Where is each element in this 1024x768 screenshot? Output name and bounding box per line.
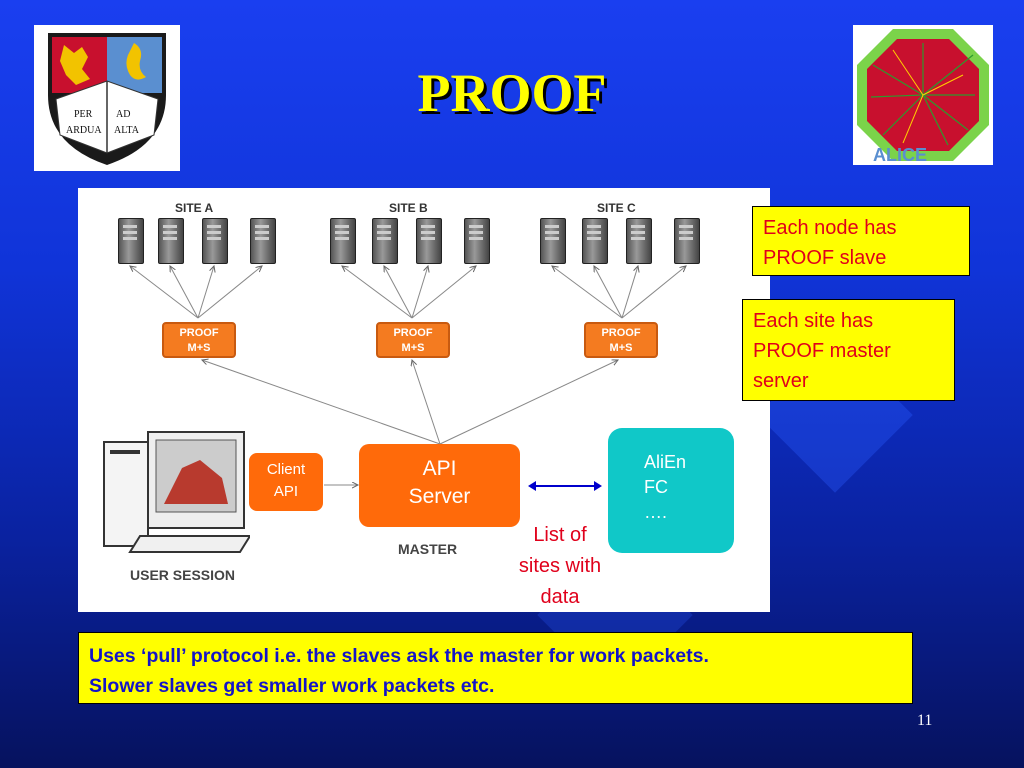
protocol-description: Uses ‘pull’ protocol i.e. the slaves ask… (78, 632, 913, 704)
motto-text: ARDUA (66, 125, 102, 136)
proof-master-box-site-a: PROOF M+S (162, 322, 236, 358)
protocol-line-1: Uses ‘pull’ protocol i.e. the slaves ask… (89, 645, 709, 667)
page-number: 11 (917, 712, 933, 729)
slide-title: PROOF (417, 63, 607, 123)
connector-lines (78, 188, 770, 612)
alice-logo: ALICE (853, 25, 993, 165)
alice-logo-text: ALICE (873, 145, 927, 165)
note-node-slave: Each node has PROOF slave (752, 206, 970, 276)
server-icon (118, 218, 144, 264)
university-crest-logo: PER AD ARDUA ALTA (34, 25, 180, 171)
alien-fc-box: AliEn FC …. (608, 428, 734, 553)
site-a-label: SITE A (175, 201, 214, 215)
server-icon (416, 218, 442, 264)
server-icon (582, 218, 608, 264)
server-icon (330, 218, 356, 264)
site-b-label: SITE B (389, 201, 428, 215)
proof-master-box-site-b: PROOF M+S (376, 322, 450, 358)
server-icon (674, 218, 700, 264)
server-icon (158, 218, 184, 264)
server-icon (540, 218, 566, 264)
motto-text: ALTA (114, 125, 140, 136)
alice-detector-icon: ALICE (857, 29, 989, 165)
list-of-sites-label: List of sites with data (518, 524, 602, 608)
protocol-line-2: Slower slaves get smaller work packets e… (89, 675, 495, 697)
master-label: MASTER (398, 541, 458, 557)
proof-architecture-diagram: SITE A SITE B SITE C PROOF M+S PROOF M+S… (78, 188, 770, 612)
server-icon (202, 218, 228, 264)
motto-text: PER (74, 109, 93, 120)
server-icon (626, 218, 652, 264)
bidirectional-arrow-icon (528, 481, 602, 491)
motto-text: AD (116, 109, 130, 120)
site-c-label: SITE C (597, 201, 636, 215)
computer-icon (103, 431, 250, 553)
api-server-box: API Server (359, 444, 520, 527)
client-api-box: Client API (249, 453, 323, 511)
user-session-label: USER SESSION (130, 567, 236, 583)
crest-icon: PER AD ARDUA ALTA (48, 33, 166, 165)
note-site-master: Each site has PROOF master server (742, 299, 955, 401)
proof-master-box-site-c: PROOF M+S (584, 322, 658, 358)
server-icon (372, 218, 398, 264)
server-icon (250, 218, 276, 264)
server-icon (464, 218, 490, 264)
